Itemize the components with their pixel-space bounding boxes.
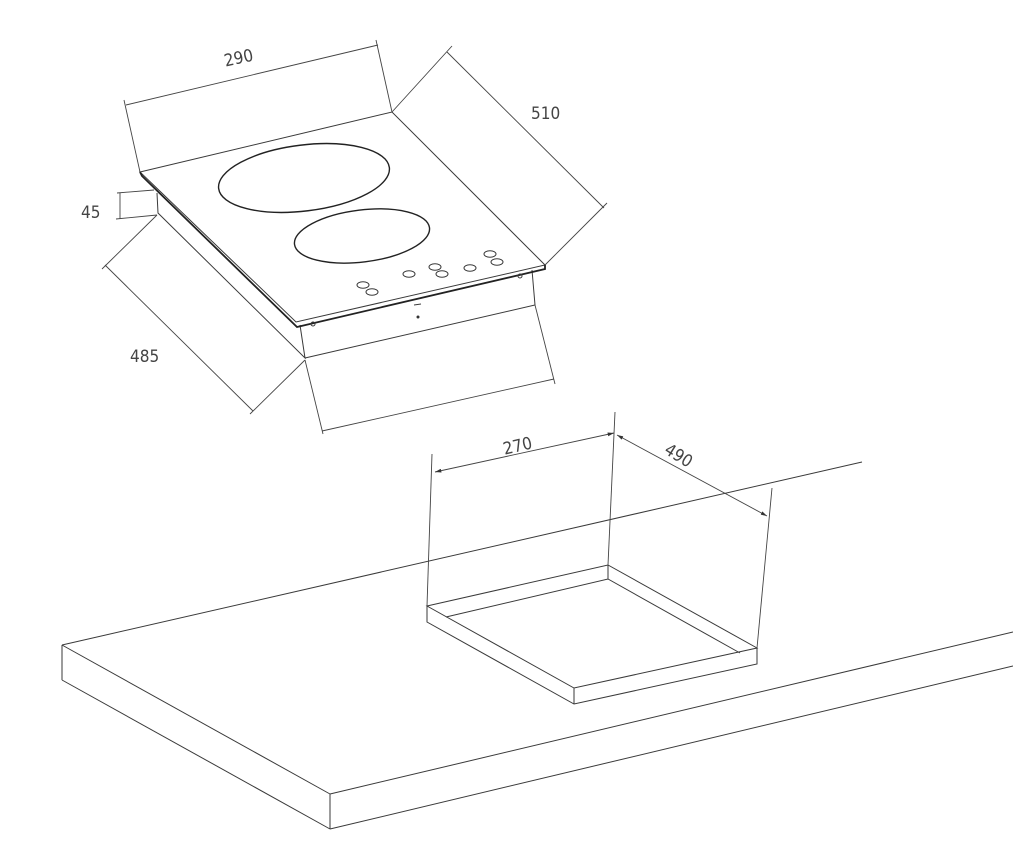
cutout-dimension-lines — [426, 411, 773, 649]
control-button-icon — [483, 250, 497, 258]
body-depth-label: 485 — [130, 347, 159, 367]
hob-glass-top — [138, 111, 546, 323]
width-label: 290 — [222, 46, 255, 72]
body-screw — [416, 315, 420, 319]
countertop — [61, 461, 1013, 830]
body-mark — [413, 303, 422, 306]
control-button-icon — [435, 270, 449, 278]
control-button-icon — [365, 288, 379, 296]
countertop-front-bottom-edge — [329, 665, 1013, 830]
height-label: 45 — [81, 203, 100, 223]
depth-label: 510 — [531, 104, 560, 124]
countertop-back-edge — [61, 461, 863, 646]
control-button-icon — [463, 264, 477, 272]
body-screw — [517, 273, 523, 279]
hob-dimension-lines — [101, 39, 608, 435]
control-button-icon — [428, 263, 442, 271]
burner-large — [217, 142, 391, 214]
touch-controls — [356, 250, 504, 296]
body-screw — [310, 321, 316, 327]
countertop-front-top-edge — [329, 631, 1013, 795]
hob-glass-edge — [139, 171, 546, 328]
hob-body-front — [304, 269, 536, 359]
countertop-left-bottom-edge — [61, 679, 331, 830]
countertop-cutout — [425, 564, 759, 705]
burner-small — [293, 208, 431, 264]
control-button-icon — [490, 258, 504, 266]
control-button-icon — [356, 281, 370, 289]
hob — [138, 111, 546, 360]
control-button-icon — [402, 270, 416, 278]
hob-body-left-side — [156, 192, 306, 360]
cutout-width-label: 270 — [501, 434, 534, 460]
cutout-depth-label: 490 — [661, 440, 696, 472]
countertop-left-top-edge — [61, 644, 331, 795]
